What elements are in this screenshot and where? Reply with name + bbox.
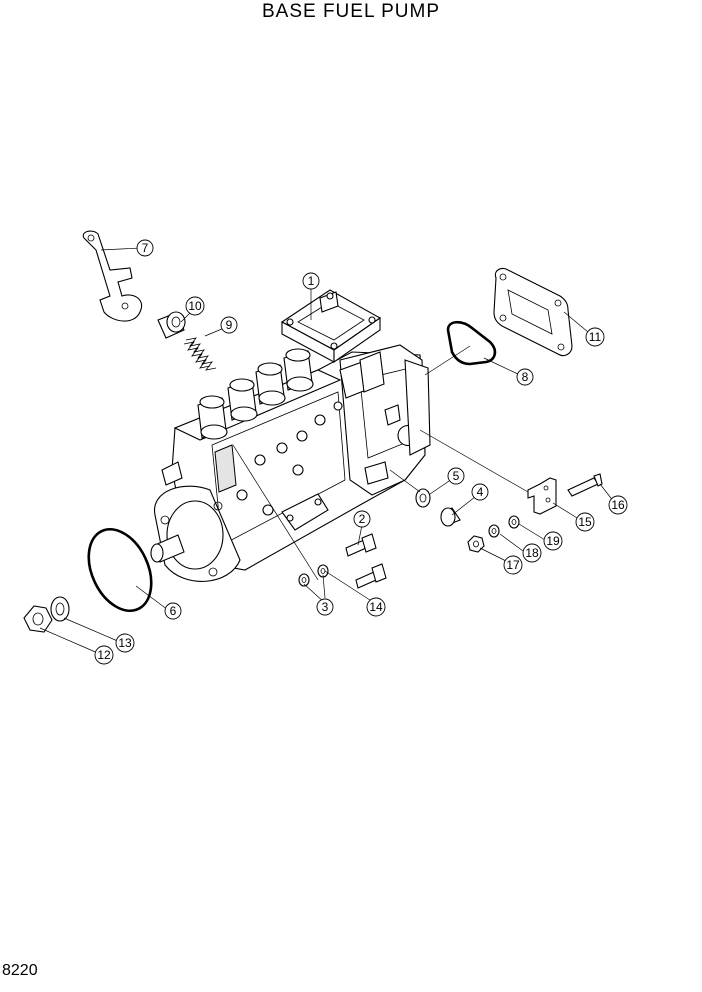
diagram-title: BASE FUEL PUMP (261, 1, 440, 22)
part-bracket (527, 477, 557, 515)
part-gasket-plate (493, 267, 573, 357)
callout-10: 10 (185, 296, 205, 316)
fuel-pump-body (150, 289, 431, 582)
part-o-ring-large (87, 527, 153, 613)
callout-16: 16 (608, 495, 628, 515)
callout-4-label: 4 (477, 485, 484, 499)
delivery-valve-holders (197, 348, 314, 440)
part-nut-17 (467, 535, 485, 553)
callout-5: 5 (447, 467, 465, 485)
callout-19-label: 19 (546, 534, 560, 548)
callout-18: 18 (522, 543, 542, 563)
callout-12-label: 12 (97, 648, 111, 662)
callout-7-label: 7 (142, 241, 149, 255)
callout-19: 19 (543, 531, 563, 551)
page-code: 8220 (2, 962, 38, 979)
callout-1: 1 (302, 272, 320, 290)
callout-9: 9 (220, 316, 238, 334)
callout-14-label: 14 (369, 600, 383, 614)
callout-13-label: 13 (118, 636, 132, 650)
callout-4: 4 (471, 483, 489, 501)
callout-3: 3 (316, 598, 334, 616)
callout-12: 12 (94, 645, 114, 665)
part-bolt-2 (345, 533, 377, 557)
callout-2-label: 2 (359, 512, 366, 526)
callout-15: 15 (575, 512, 595, 532)
part-plug-4 (440, 507, 461, 527)
part-lever (82, 230, 142, 322)
callout-7: 7 (136, 239, 154, 257)
part-bolt-14 (355, 563, 387, 589)
callout-2: 2 (353, 510, 371, 528)
callout-9-label: 9 (226, 318, 233, 332)
part-washer-large (50, 596, 70, 622)
callout-17-label: 17 (506, 558, 520, 572)
callout-6: 6 (164, 602, 182, 620)
part-washer-18 (488, 524, 500, 538)
part-stud (567, 473, 603, 497)
callout-10-label: 10 (188, 299, 202, 313)
part-nut (23, 605, 53, 633)
callout-15-label: 15 (578, 515, 592, 529)
part-spring (183, 337, 217, 371)
part-collar (157, 311, 186, 339)
callout-1-label: 1 (308, 274, 315, 288)
callout-11-label: 11 (589, 330, 602, 344)
callout-3-label: 3 (322, 600, 329, 614)
callout-14: 14 (366, 597, 386, 617)
callout-16-label: 16 (611, 498, 625, 512)
callout-8: 8 (516, 368, 534, 386)
callout-18-label: 18 (525, 546, 539, 560)
callout-5-label: 5 (453, 469, 460, 483)
callout-6-label: 6 (170, 604, 177, 618)
part-o-ring-small (446, 320, 497, 366)
part-washer-5 (415, 488, 431, 508)
callout-8-label: 8 (522, 370, 529, 384)
callout-13: 13 (115, 633, 135, 653)
part-washers-3 (298, 564, 329, 587)
callout-17: 17 (503, 555, 523, 575)
part-washer-19 (508, 515, 520, 529)
callout-11: 11 (585, 327, 605, 347)
